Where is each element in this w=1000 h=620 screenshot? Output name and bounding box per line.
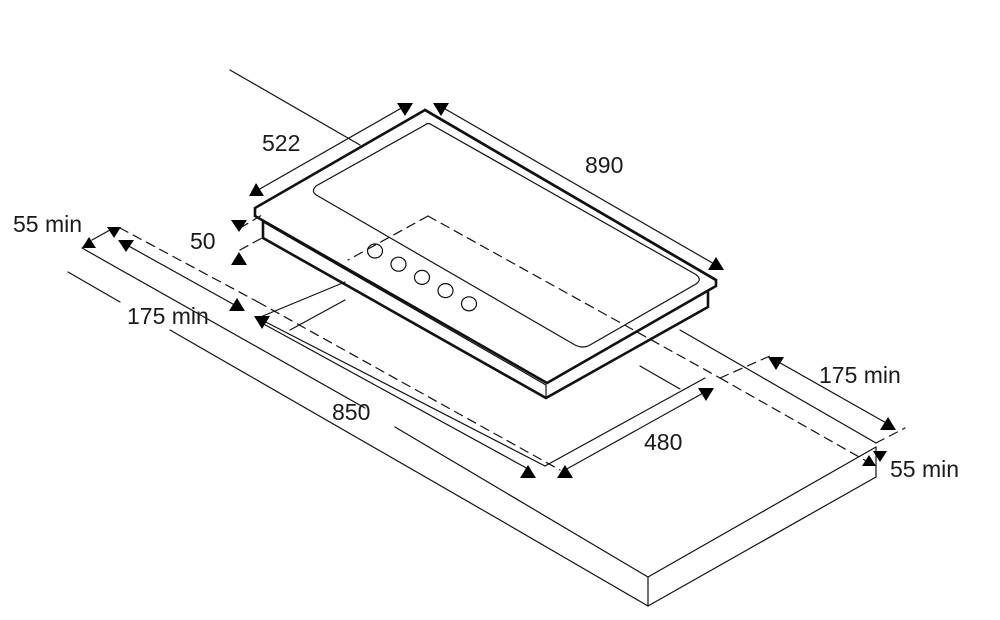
- glass-panel: [312, 122, 700, 348]
- arrow-icon: [118, 240, 134, 252]
- arrow-icon: [880, 417, 896, 430]
- arrow-icon: [249, 183, 264, 196]
- arrow-icon: [520, 465, 536, 478]
- dim-cutout-width: 850: [332, 399, 371, 425]
- dim-clearance-back-left: 55 min: [13, 211, 83, 237]
- dimension-arrows: [82, 103, 896, 478]
- arrow-icon: [397, 103, 413, 116]
- control-knob: [390, 256, 407, 272]
- dim-cutout-depth: 480: [644, 429, 683, 455]
- countertop: [67, 247, 877, 607]
- arrow-icon: [254, 316, 270, 329]
- dim-clearance-back-right: 55 min: [890, 456, 960, 482]
- arrow-icon: [873, 451, 887, 462]
- control-knob: [437, 283, 454, 299]
- arrow-icon: [231, 252, 247, 265]
- arrow-icon: [433, 103, 449, 116]
- dim-hob-depth: 522: [262, 130, 301, 156]
- dimension-lines: [91, 105, 889, 471]
- arrow-icon: [708, 257, 724, 270]
- dim-hob-height: 50: [190, 228, 216, 254]
- control-knob: [460, 296, 478, 312]
- hob: [253, 108, 718, 400]
- arrow-icon: [862, 455, 876, 466]
- arrow-icon: [698, 388, 714, 401]
- wall-line: [229, 69, 361, 146]
- arrow-icon: [557, 465, 573, 478]
- arrow-icon: [229, 298, 245, 311]
- arrow-icon: [82, 237, 96, 248]
- arrow-icon: [231, 220, 247, 232]
- dim-hob-width: 890: [585, 152, 624, 178]
- dim-clearance-left: 175 min: [127, 303, 209, 329]
- control-knob: [413, 269, 431, 285]
- cutout: [119, 214, 906, 471]
- arrow-icon: [768, 357, 784, 370]
- dim-clearance-right: 175 min: [819, 362, 901, 388]
- control-knob: [366, 243, 384, 259]
- arrow-icon: [107, 227, 121, 238]
- control-knobs: [366, 243, 478, 312]
